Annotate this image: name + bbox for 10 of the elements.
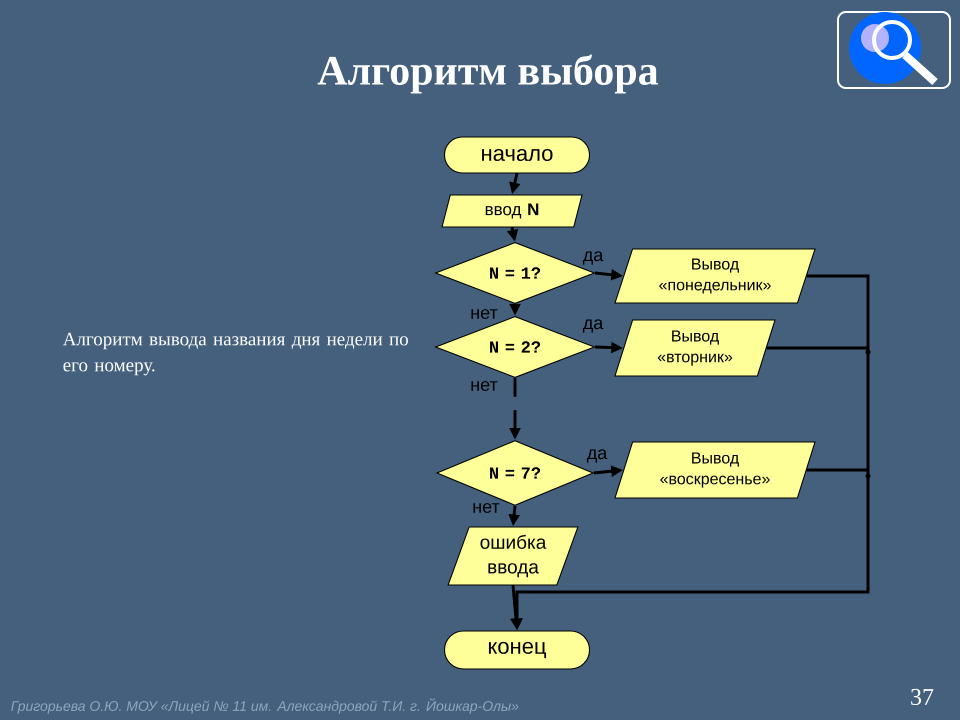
terminal-box: конец [444, 630, 590, 670]
footer-text: Григорьева О.Ю. МОУ «Лицей № 11 им. Александровой Т.И. г. Йошкар-Олы» [11, 698, 518, 714]
io-parallelogram: Вывод «понедельник» [614, 248, 816, 304]
io-parallelogram: Вывод «воскресенье» [614, 441, 816, 499]
title: Алгоритм выбора [318, 54, 658, 94]
description-text: Алгоритм вывода названия дня недели по его номеру. [62, 332, 408, 376]
io-parallelogram: ввод N [441, 194, 583, 228]
edge-label: нет [468, 380, 500, 392]
page-number: 37 [911, 688, 934, 706]
terminal-box: начало [444, 136, 590, 174]
